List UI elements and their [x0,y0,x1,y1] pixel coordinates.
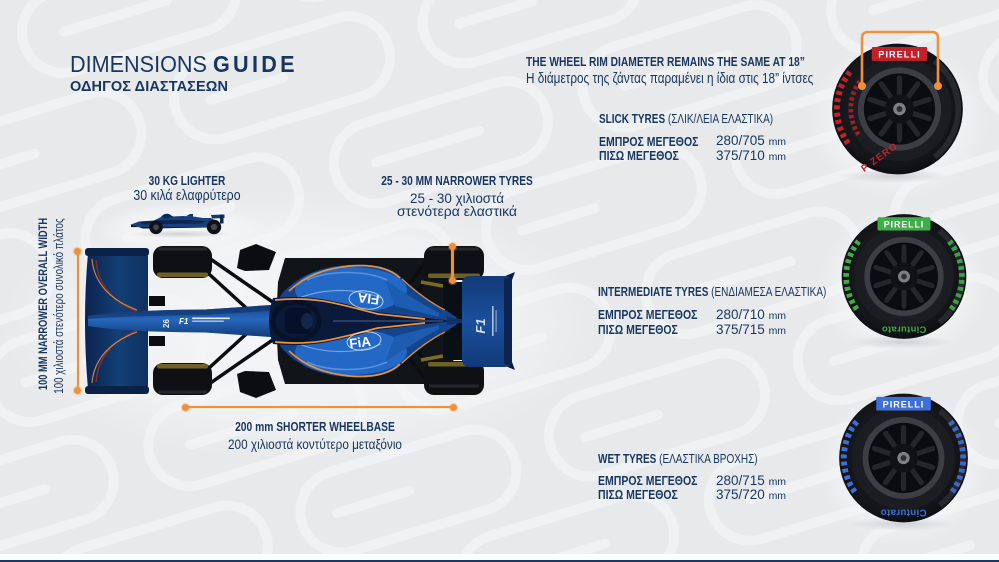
svg-text:PIRELLI: PIRELLI [878,50,920,60]
svg-text:Cinturato: Cinturato [882,323,927,334]
svg-text:F1: F1 [179,317,189,326]
svg-text:Cinturato: Cinturato [880,506,926,517]
svg-text:PIRELLI: PIRELLI [884,219,924,229]
svg-text:PIRELLI: PIRELLI [883,399,925,409]
svg-text:FiA: FiA [348,334,372,352]
svg-text:FIA: FIA [356,290,380,308]
svg-text:F1: F1 [473,318,488,333]
svg-text:26: 26 [162,319,171,328]
